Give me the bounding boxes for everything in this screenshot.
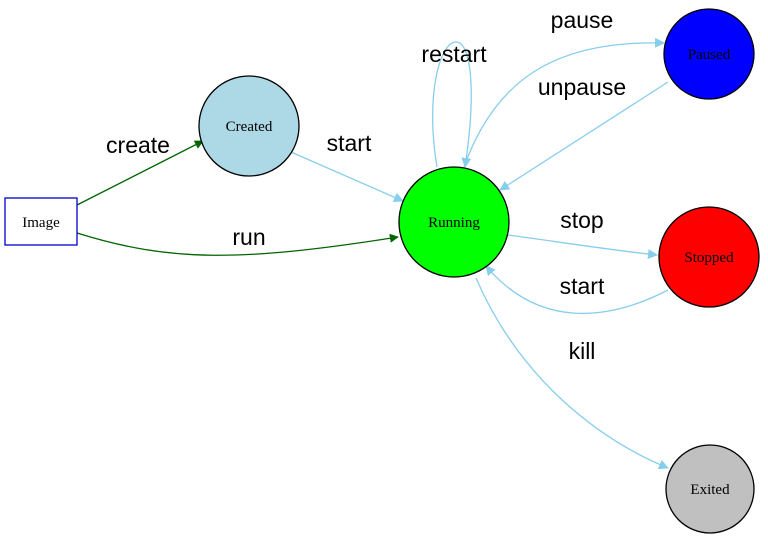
node-image-label: Image xyxy=(22,215,60,231)
edge-label-stop: stop xyxy=(560,207,603,233)
node-exited-label: Exited xyxy=(690,482,730,498)
edge-label-restart: restart xyxy=(421,41,487,67)
node-image: Image xyxy=(4,197,78,246)
node-paused: Paused xyxy=(663,8,755,100)
edge-run xyxy=(76,232,399,256)
node-stopped-label: Stopped xyxy=(684,250,734,266)
edge-label-unpause: unpause xyxy=(538,74,626,100)
edge-kill xyxy=(475,277,669,470)
edge-label-start-created: start xyxy=(327,130,372,156)
edge-create xyxy=(76,140,204,206)
node-running-label: Running xyxy=(428,215,480,231)
edge-start-created xyxy=(290,151,404,202)
edge-label-run: run xyxy=(232,224,265,250)
node-running: Running xyxy=(398,166,510,278)
edge-start-stopped xyxy=(485,265,669,315)
node-paused-label: Paused xyxy=(688,47,731,63)
edge-label-pause: pause xyxy=(551,7,614,33)
node-exited: Exited xyxy=(665,444,755,534)
node-created-label: Created xyxy=(226,119,273,135)
edge-label-start-stopped: start xyxy=(560,273,605,299)
edge-restart xyxy=(432,41,472,168)
node-stopped: Stopped xyxy=(658,206,760,308)
edge-stop xyxy=(507,234,658,260)
node-created: Created xyxy=(198,75,300,177)
edge-unpause xyxy=(499,81,669,191)
edge-label-create: create xyxy=(106,132,170,158)
edge-pause xyxy=(463,37,665,168)
edge-label-kill: kill xyxy=(569,338,596,364)
